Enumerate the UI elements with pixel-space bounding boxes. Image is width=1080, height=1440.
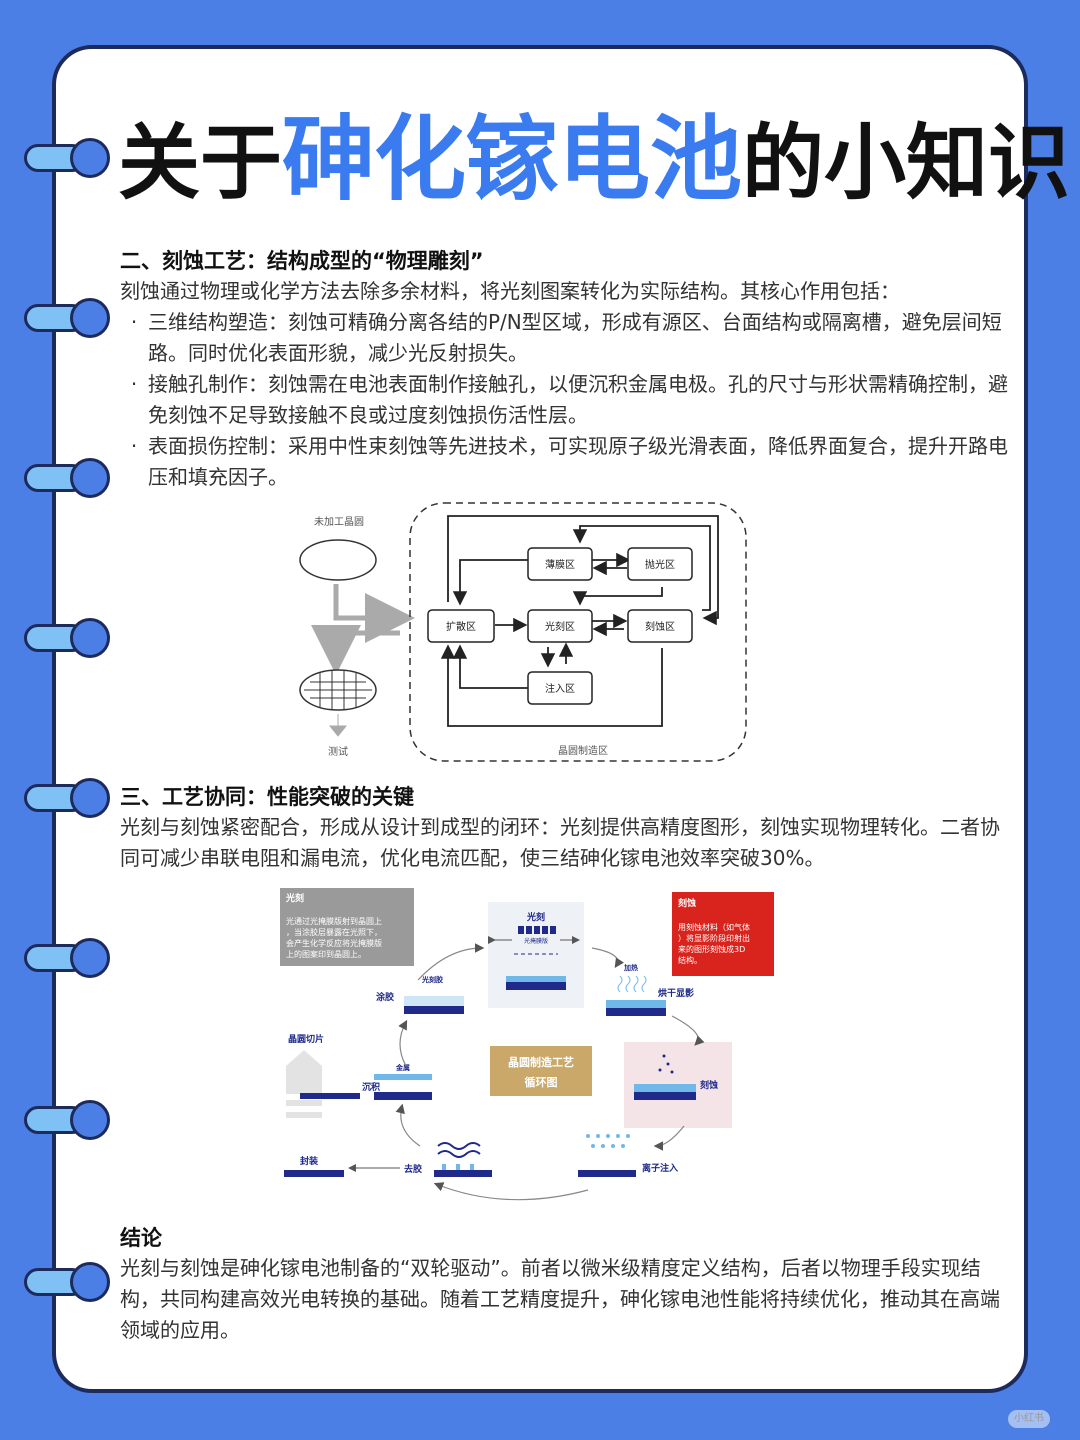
box-polish-label: 抛光区 [645,558,675,571]
wafer-fab-flow-diagram: 未加工晶圆 测试 晶圆制造区 薄膜区 抛光区 扩散区 光刻区 [299,502,747,762]
notebook-card [52,45,1028,1393]
svg-text:来的图形刻蚀成3D: 来的图形刻蚀成3D [678,944,745,954]
binder-ring [24,938,110,978]
section-synergy: 三、工艺协同：性能突破的关键 光刻与刻蚀紧密配合，形成从设计到成型的闭环：光刻提… [120,782,1016,874]
test-label: 测试 [328,745,348,758]
box-thin-film-label: 薄膜区 [545,558,575,571]
etch-info-box [672,892,774,976]
section-body: 光刻与刻蚀是砷化镓电池制备的“双轮驱动”。前者以微米级精度定义结构，后者以物理手… [120,1256,1000,1342]
mask-label: 光掩膜版 [524,937,548,945]
box-diffusion [427,609,495,643]
ion-implant-label: 离子注入 [642,1162,678,1174]
box-lithography-label: 光刻区 [545,620,575,633]
svg-text:用刻蚀材料（如气体: 用刻蚀材料（如气体 [678,922,750,932]
bullet-item: ·接触孔制作：刻蚀需在电池表面制作接触孔，以便沉积金属电极。孔的尺寸与形状需精确… [130,372,1008,427]
svg-text:上的图案印到晶圆上。: 上的图案印到晶圆上。 [286,949,366,959]
section-conclusion: 结论 光刻与刻蚀是砷化镓电池制备的“双轮驱动”。前者以微米级精度定义结构，后者以… [120,1223,1016,1346]
fab-area-label: 晶圆制造区 [558,744,608,757]
unprocessed-wafer-label: 未加工晶圆 [314,516,364,528]
section-heading: 三、工艺协同：性能突破的关键 [120,785,414,809]
box-implant [527,671,593,705]
box-diffusion-label: 扩散区 [446,620,476,633]
svg-text:光通过光掩膜版射到晶圆上: 光通过光掩膜版射到晶圆上 [286,916,382,926]
svg-text:结构。: 结构。 [678,955,702,965]
section-heading: 结论 [120,1226,162,1250]
svg-text:）将显影阶段印射出: ）将显影阶段印射出 [678,933,750,943]
heat-label: 加热 [623,963,638,972]
litho-info-box [280,888,414,966]
output-arrow [311,625,400,675]
binder-ring [24,298,110,338]
litho-label: 光刻 [526,911,545,923]
svg-text:会产生化学反应将光掩膜版: 会产生化学反应将光掩膜版 [286,938,382,948]
etch-info-title: 刻蚀 [678,897,696,909]
section-heading: 二、刻蚀工艺：结构成型的“物理雕刻” [120,249,484,273]
process-cycle-diagram: 光刻 光通过光掩膜版射到晶圆上 ，当涂胶层暴露在光照下， 会产生化学反应将光掩膜… [280,888,774,1201]
box-polish [627,547,693,581]
svg-text:晶圆制造工艺: 晶圆制造工艺 [508,1055,574,1069]
litho-panel [488,902,584,1008]
center-label-box [490,1046,592,1096]
section-etching: 二、刻蚀工艺：结构成型的“物理雕刻” 刻蚀通过物理或化学方法去除多余材料，将光刻… [120,246,1016,493]
slice-icon [286,1050,322,1094]
title-suffix: 的小知识 [742,116,1071,211]
svg-text:，当涂胶层暴露在光照下，: ，当涂胶层暴露在光照下， [286,927,382,937]
watermark-logo: 小红书 [1008,1410,1050,1428]
bullet-item: ·表面损伤控制：采用中性束刻蚀等先进技术，可实现原子级光滑表面，降低界面复合，提… [130,434,1008,489]
title-highlight: 砷化镓电池 [282,106,743,213]
photoresist-label: 光刻胶 [421,975,443,984]
section-body: 光刻与刻蚀紧密配合，形成从设计到成型的闭环：光刻提供高精度图形，刻蚀实现物理转化… [120,815,1000,870]
binder-ring [24,458,110,498]
bullet-item: ·三维结构塑造：刻蚀可精确分离各结的P/N型区域，形成有源区、台面结构或隔离槽，… [130,310,1002,365]
unprocessed-wafer-icon [299,539,377,581]
binder-ring [24,138,110,178]
binder-ring [24,618,110,658]
binder-ring [24,1262,110,1302]
box-etching [627,609,693,643]
binder-ring [24,1100,110,1140]
deposit-label: 沉积 [362,1081,380,1093]
etch-step-label: 刻蚀 [700,1079,718,1091]
svg-text:循环图: 循环图 [525,1075,558,1089]
box-implant-label: 注入区 [545,682,575,695]
metal-label: 金属 [395,1063,410,1072]
box-thin-film [527,547,593,581]
strip-label: 去胶 [404,1163,422,1175]
package-label: 封装 [300,1155,319,1167]
binder-ring [24,778,110,818]
box-lithography [527,609,593,643]
section-intro: 刻蚀通过物理或化学方法去除多余材料，将光刻图案转化为实际结构。其核心作用包括： [120,279,900,303]
page-title: 关于砷化镓电池的小知识 [118,100,1070,220]
coat-label: 涂胶 [376,991,394,1003]
fab-area-border [409,502,747,762]
slice-label: 晶圆切片 [288,1033,324,1045]
bake-label: 烘干显影 [658,987,694,999]
input-arrow [333,584,415,643]
title-prefix: 关于 [118,116,283,211]
litho-info-title: 光刻 [285,892,304,904]
box-etching-label: 刻蚀区 [645,620,675,633]
